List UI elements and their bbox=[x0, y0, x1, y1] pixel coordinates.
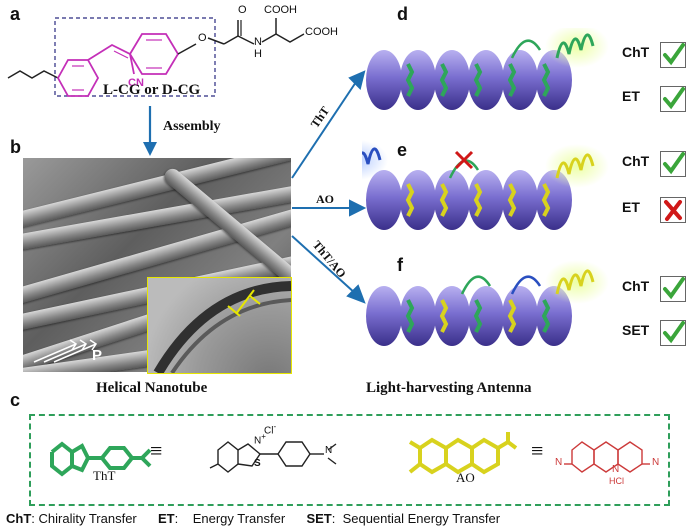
tht-s-label: S bbox=[254, 458, 261, 469]
helical-nanotube-label: Helical Nanotube bbox=[96, 380, 208, 396]
row-f-label-1: ChT bbox=[622, 278, 650, 294]
assembly-arrow bbox=[143, 106, 157, 156]
row-d-label-2: ET bbox=[622, 88, 640, 104]
arrow-label-ao: AO bbox=[316, 192, 334, 206]
ao-n-mid-label: N bbox=[612, 464, 620, 475]
branch-arrows bbox=[291, 70, 367, 304]
row-f-label-2: SET bbox=[622, 322, 650, 338]
dye-structures-box bbox=[29, 414, 670, 506]
panel-letter-f: f bbox=[397, 255, 403, 275]
tht-n-plus-label: N+ bbox=[254, 432, 266, 446]
row-d-label-1: ChT bbox=[622, 44, 650, 60]
left-benzene-ring bbox=[56, 59, 100, 97]
tht-cl-label: Cl- bbox=[264, 422, 276, 436]
amide-n-label: N bbox=[254, 36, 262, 48]
ao-name-label: AO bbox=[456, 470, 475, 485]
check-icon bbox=[660, 276, 686, 302]
tht-n-right-label: N bbox=[325, 445, 333, 456]
pitch-arrows bbox=[33, 339, 98, 363]
butyl-chain bbox=[7, 70, 59, 79]
tht-structure bbox=[209, 441, 337, 473]
cooh-right-label: COOH bbox=[305, 26, 338, 38]
panel-letter-b: b bbox=[10, 137, 21, 157]
legend-cht-full: : Chirality Transfer bbox=[31, 511, 137, 526]
panel-letter-c: c bbox=[10, 390, 21, 410]
cooh-top-label: COOH bbox=[264, 4, 297, 16]
legend-et-full: : Energy Transfer bbox=[174, 511, 286, 526]
cg-molecule-structure: CN bbox=[7, 17, 305, 97]
check-icon bbox=[660, 151, 686, 177]
tht-n-label: N bbox=[254, 435, 262, 447]
molecule-highlight-box bbox=[54, 17, 216, 97]
pitch-label: P bbox=[92, 347, 103, 364]
check-icon bbox=[660, 320, 686, 346]
tht-name-label: ThT bbox=[93, 468, 116, 483]
cross-icon bbox=[660, 197, 686, 223]
amide-h-label: H bbox=[254, 48, 262, 60]
ao-n-left-label: N bbox=[555, 457, 563, 468]
molecule-name-label: L-CG or D-CG bbox=[103, 82, 201, 98]
ao-hcl-label: HCl bbox=[609, 476, 624, 486]
cyano-label: CN bbox=[128, 77, 144, 89]
helix-panels bbox=[362, 28, 609, 346]
tem-inset-image bbox=[147, 277, 292, 374]
tht-equiv-sign: ≡ bbox=[150, 438, 163, 463]
abbreviation-legend: ChT: Chirality Transfer ET: Energy Trans… bbox=[6, 511, 500, 526]
vinylene-bond bbox=[87, 43, 131, 61]
panel-letter-d: d bbox=[397, 4, 408, 24]
tht-skeletal bbox=[50, 441, 152, 477]
ether-oxygen-label: O bbox=[198, 32, 207, 44]
row-e-label-2: ET bbox=[622, 199, 640, 215]
ao-n-right-label: N bbox=[652, 457, 660, 468]
helix-tube-e bbox=[362, 140, 609, 230]
legend-cht-abbr: ChT bbox=[6, 511, 32, 526]
ao-structure bbox=[564, 441, 650, 473]
legend-et-abbr: ET bbox=[158, 511, 175, 526]
legend-set-full: : Sequential Energy Transfer bbox=[331, 511, 501, 526]
tht-plus-label: + bbox=[261, 432, 266, 441]
panel-letter-e: e bbox=[397, 140, 408, 160]
tht-cl-minus: - bbox=[273, 422, 277, 431]
carbonyl-oxygen-label: O bbox=[238, 4, 247, 16]
dye-structures bbox=[50, 432, 650, 477]
row-e-label-1: ChT bbox=[622, 153, 650, 169]
check-icon bbox=[660, 42, 686, 68]
ao-equiv-sign: ≡ bbox=[531, 438, 544, 463]
assembly-label: Assembly bbox=[163, 119, 221, 134]
check-icon bbox=[660, 86, 686, 112]
helix-tube-d bbox=[366, 28, 609, 110]
tht-cl-text: Cl bbox=[264, 425, 274, 437]
light-harvesting-label: Light-harvesting Antenna bbox=[366, 380, 532, 396]
panel-letter-a: a bbox=[10, 4, 21, 24]
legend-set-abbr: SET bbox=[306, 511, 332, 526]
ao-skeletal bbox=[408, 432, 518, 475]
helix-tube-f bbox=[366, 260, 609, 346]
